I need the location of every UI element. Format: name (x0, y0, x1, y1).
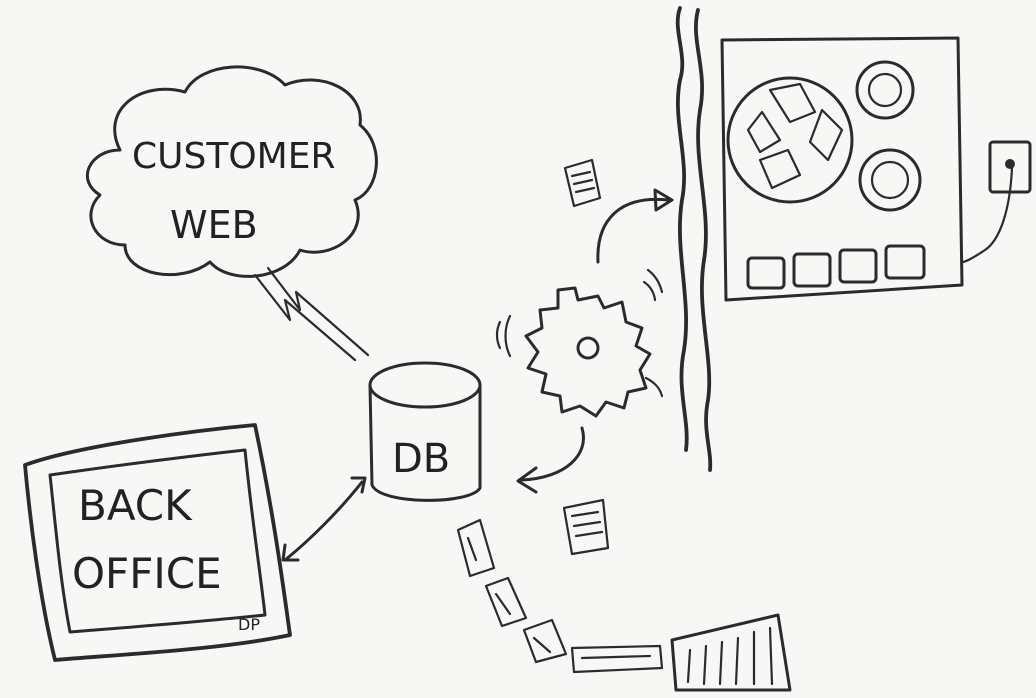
back-label: BACK (78, 481, 193, 530)
punch-card-icon (570, 644, 664, 674)
monitor-icon (23, 423, 292, 662)
gear-icon (495, 268, 664, 418)
database-cylinder: DB (368, 361, 482, 502)
arrow-to-db (516, 426, 585, 494)
punch-card-icon (456, 518, 496, 578)
web-label: WEB (170, 203, 258, 247)
arrow-to-computer (596, 188, 674, 264)
lightning-bolt-icon (253, 266, 370, 362)
db-label: DB (392, 436, 450, 482)
wall (675, 6, 713, 472)
document-icon (563, 158, 602, 208)
punch-card-icon (484, 576, 528, 628)
customer-web-cloud: CUSTOMER WEB (86, 65, 378, 278)
database-cylinder-icon (368, 361, 482, 502)
punch-card-icon (522, 618, 568, 664)
initials-label: DP (238, 615, 260, 634)
wall-socket-icon (960, 140, 1032, 264)
back-office-monitor: BACK OFFICE DP (23, 423, 292, 662)
customer-label: CUSTOMER (132, 136, 335, 177)
double-arrow (281, 476, 367, 562)
punch-card-stack (670, 613, 792, 692)
document-icon-2 (562, 498, 610, 556)
reel-to-reel-computer-icon (720, 36, 964, 302)
punch-card-stream (456, 518, 792, 692)
office-label: OFFICE (72, 549, 222, 598)
cloud-icon (86, 65, 378, 278)
